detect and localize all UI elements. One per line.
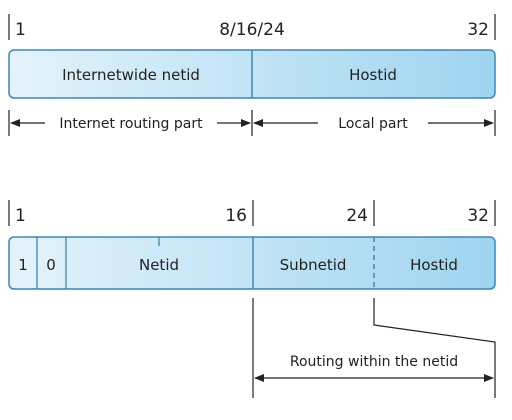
top-bit-label-mid: 8/16/24 [219, 20, 285, 40]
top-bit-label-start: 1 [15, 20, 26, 40]
routing-within-label: Routing within the netid [290, 354, 458, 370]
bottom-field-subnetid: Subnetid [280, 256, 347, 274]
bottom-bit-label-start: 1 [15, 206, 26, 226]
top-field-hostid: Hostid [349, 66, 397, 84]
bottom-field-zero: 0 [46, 256, 56, 274]
routing-within-right-line [373, 298, 496, 398]
top-address-format: 1 8/16/24 32 Internetwide netid Hostid I… [8, 14, 496, 136]
bottom-address-format: 1 16 24 32 1 0 Netid Subnetid Hostid Rou… [8, 200, 496, 398]
bottom-bit-label-16: 16 [225, 206, 247, 226]
bottom-field-hostid: Hostid [410, 256, 458, 274]
bottom-bit-label-end: 32 [467, 206, 489, 226]
bottom-field-netid: Netid [139, 256, 179, 274]
top-bit-label-end: 32 [467, 20, 489, 40]
bottom-field-one: 1 [18, 256, 28, 274]
bottom-bit-label-24: 24 [346, 206, 368, 226]
local-part-label: Local part [338, 116, 408, 132]
top-field-netid: Internetwide netid [62, 66, 200, 84]
routing-part-label: Internet routing part [59, 116, 203, 132]
